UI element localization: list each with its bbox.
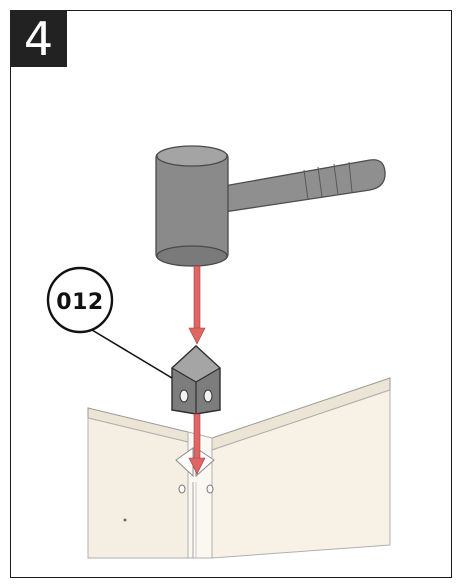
cabinet-panels xyxy=(87,377,391,559)
hammer-icon xyxy=(155,145,386,267)
step-number-badge: 4 xyxy=(10,10,67,67)
down-arrow-icon xyxy=(188,265,206,345)
step-number: 4 xyxy=(23,11,54,66)
part-number-label: 012 xyxy=(56,289,104,315)
corner-connector-icon xyxy=(170,345,222,415)
down-arrow-icon xyxy=(188,413,206,475)
part-callout xyxy=(46,266,173,379)
